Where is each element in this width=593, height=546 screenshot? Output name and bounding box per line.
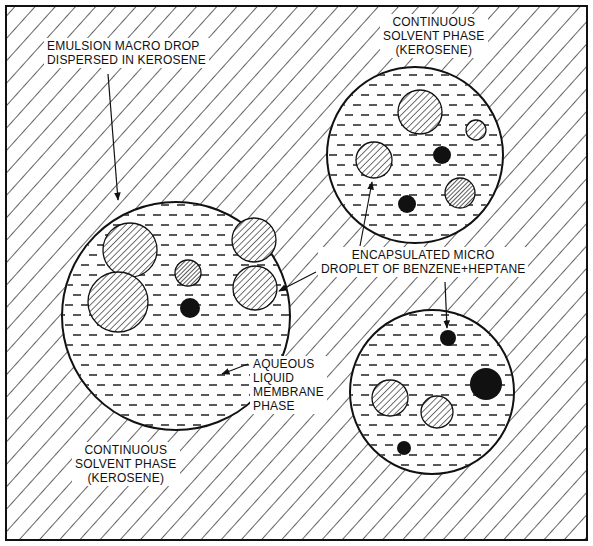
micro-droplet-hatch — [356, 142, 392, 178]
micro-droplet — [445, 178, 475, 208]
micro-droplet — [88, 272, 148, 332]
micro-droplet — [175, 260, 201, 286]
micro-droplet-hatch — [398, 90, 442, 134]
leader-line — [445, 282, 447, 328]
micro-droplet-hatch — [88, 272, 148, 332]
micro-droplet-hatch — [372, 380, 408, 416]
membrane-dashes — [351, 311, 513, 473]
micro-droplet-hatch — [175, 260, 201, 286]
micro-droplet — [356, 142, 392, 178]
micro-droplet-hatch — [445, 178, 475, 208]
micro-droplet-hatch — [103, 223, 157, 277]
micro-droplet-solid — [470, 368, 502, 400]
macro-drop-bottom-right — [350, 310, 514, 474]
label-text: ENCAPSULATED MICRO DROPLET OF BENZENE+HE… — [318, 247, 528, 277]
micro-droplet — [421, 396, 453, 428]
micro-droplet-solid — [440, 330, 456, 346]
micro-droplet-solid — [397, 441, 411, 455]
micro-droplet-hatch — [421, 396, 453, 428]
micro-droplet — [233, 266, 277, 310]
label-text: CONTINUOUS SOLVENT PHASE (KEROSENE) — [72, 442, 180, 486]
micro-droplet-solid — [398, 195, 416, 213]
micro-droplet — [372, 380, 408, 416]
macro-drop — [327, 67, 503, 243]
micro-droplet — [232, 218, 276, 262]
micro-droplet — [103, 223, 157, 277]
label-text: CONTINUOUS SOLVENT PHASE (KEROSENE) — [380, 14, 488, 58]
micro-droplet — [398, 90, 442, 134]
kerosene-phase — [6, 6, 587, 540]
macro-drop — [350, 310, 514, 474]
macro-drop-top-right — [327, 67, 503, 243]
leader-line — [108, 74, 118, 200]
micro-droplet-solid — [433, 146, 451, 164]
micro-droplet-hatch — [233, 266, 277, 310]
micro-droplet-hatch — [232, 218, 276, 262]
leader-line — [279, 272, 316, 291]
membrane-dashes — [328, 68, 502, 242]
leader-lines — [108, 74, 447, 374]
micro-droplet-solid — [180, 298, 200, 318]
label-text: EMULSION MACRO DROP DISPERSED IN KEROSEN… — [44, 38, 209, 68]
micro-droplet — [466, 120, 486, 140]
leader-line — [222, 364, 248, 374]
micro-droplet-hatch — [466, 120, 486, 140]
label-text: AQUEOUS LIQUID MEMBRANE PHASE — [250, 356, 327, 414]
leader-line — [360, 182, 372, 246]
